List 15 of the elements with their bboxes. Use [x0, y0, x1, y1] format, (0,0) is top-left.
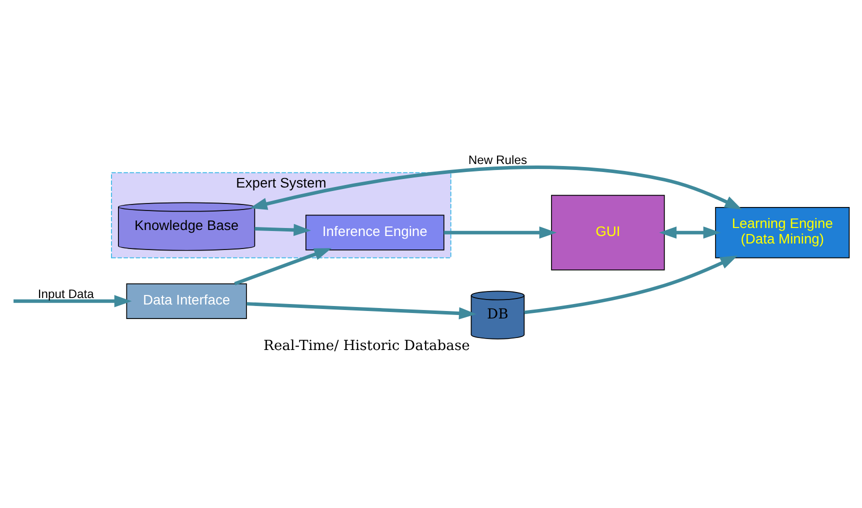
node-label: Real-Time/ Historic Database — [264, 338, 470, 354]
node-box: Learning Engine (Data Mining) — [715, 206, 850, 258]
arrow — [659, 226, 721, 238]
node-box: Inference Engine — [305, 214, 444, 250]
arrow — [444, 226, 557, 238]
node-box: Data Interface — [126, 282, 247, 318]
arrow — [234, 248, 332, 285]
arrow — [250, 165, 742, 210]
arrow — [524, 255, 738, 314]
edge-label: Input Data — [38, 286, 94, 300]
arrow — [254, 223, 312, 236]
node-box: GUI — [551, 194, 665, 270]
edge-label: New Rules — [468, 152, 528, 167]
arrow — [14, 294, 132, 307]
arrow — [246, 302, 476, 319]
